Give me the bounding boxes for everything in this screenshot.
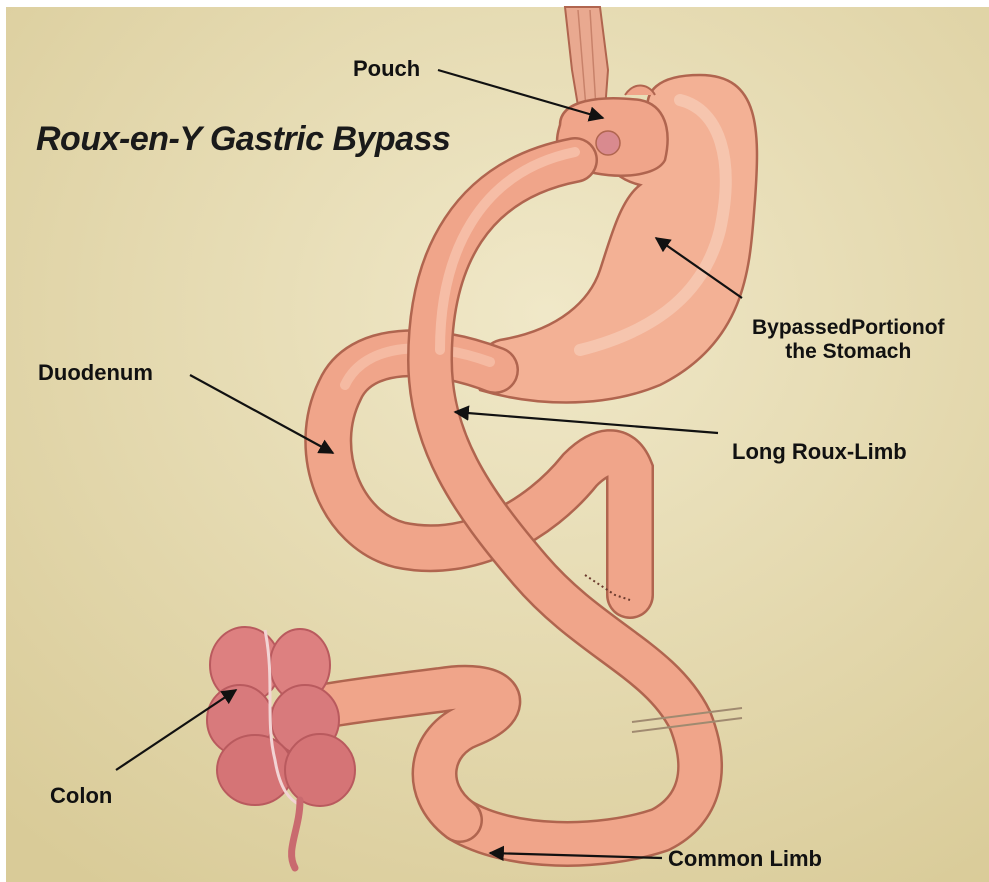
label-bypassed-line1: BypassedPortionof bbox=[752, 316, 945, 340]
label-colon: Colon bbox=[50, 785, 112, 807]
label-long-roux-limb: Long Roux-Limb bbox=[732, 441, 907, 463]
label-bypassed-line2: the Stomach bbox=[752, 340, 945, 364]
label-pouch: Pouch bbox=[353, 58, 420, 80]
diagram-title: Roux-en-Y Gastric Bypass bbox=[36, 120, 450, 159]
label-duodenum: Duodenum bbox=[38, 362, 153, 384]
label-bypassed-stomach: BypassedPortionof the Stomach bbox=[752, 316, 945, 364]
label-common-limb: Common Limb bbox=[668, 848, 822, 870]
